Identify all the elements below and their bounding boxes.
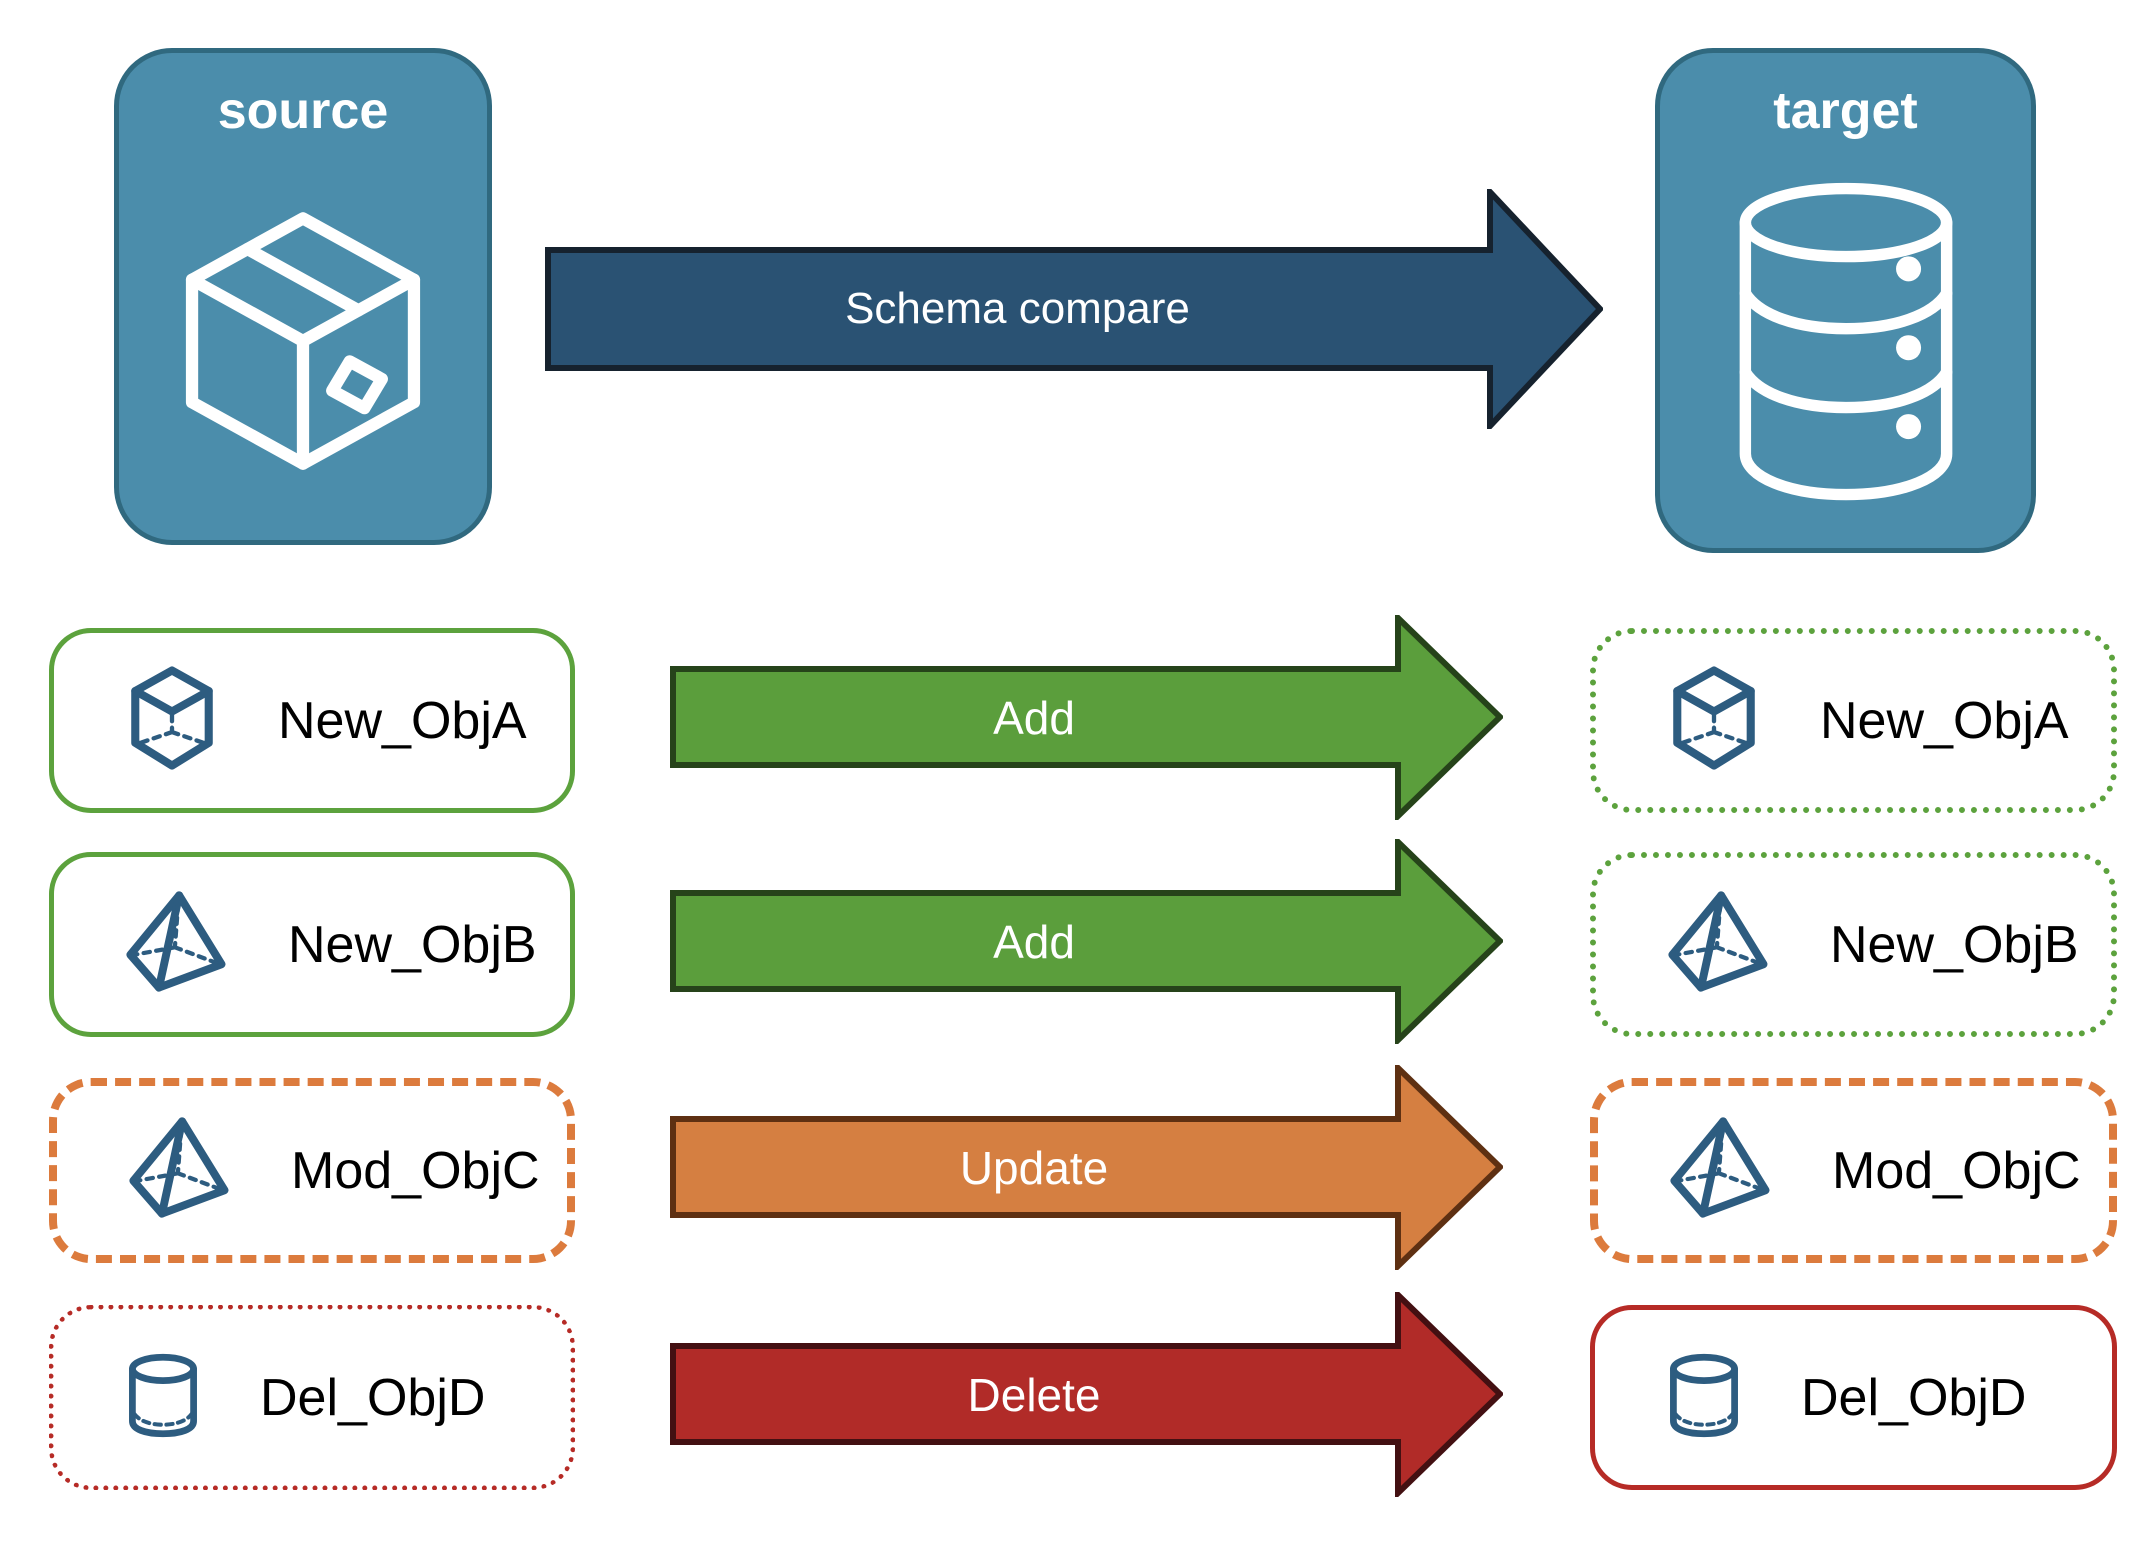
- pyramid-icon: [1660, 889, 1778, 1000]
- action-label: Add: [993, 915, 1075, 968]
- target-object-del-objd: Del_ObjD: [1590, 1305, 2117, 1490]
- target-object-mod-objc: Mod_ObjC: [1590, 1078, 2117, 1263]
- source-node: source: [114, 48, 492, 545]
- add-arrow-row-2: Add: [670, 839, 1503, 1044]
- target-node: target: [1655, 48, 2036, 553]
- update-arrow-row-3: Update: [670, 1065, 1503, 1270]
- source-object-del-objd: Del_ObjD: [49, 1305, 575, 1490]
- object-label: Del_ObjD: [260, 1368, 486, 1427]
- object-label: New_ObjB: [288, 915, 537, 974]
- pyramid-icon: [1662, 1115, 1780, 1226]
- object-label: Mod_ObjC: [291, 1141, 540, 1200]
- target-title: target: [1773, 82, 1918, 140]
- cube-icon: [118, 664, 226, 777]
- object-label: Mod_ObjC: [1832, 1141, 2081, 1200]
- action-label: Delete: [967, 1368, 1101, 1421]
- schema-compare-arrow: Schema compare: [545, 189, 1603, 429]
- pyramid-icon: [118, 889, 236, 1000]
- source-object-new-objb: New_ObjB: [49, 852, 575, 1037]
- database-icon: [1710, 141, 1982, 548]
- source-title: source: [217, 82, 389, 140]
- object-label: New_ObjA: [1820, 691, 2069, 750]
- action-label: Update: [959, 1141, 1109, 1194]
- target-object-new-obja: New_ObjA: [1590, 628, 2117, 813]
- cylinder-icon: [1659, 1342, 1749, 1453]
- target-object-new-objb: New_ObjB: [1590, 852, 2117, 1037]
- add-arrow-row-1: Add: [670, 615, 1503, 820]
- cube-icon: [1660, 664, 1768, 777]
- package-icon: [157, 141, 449, 540]
- object-label: New_ObjB: [1830, 915, 2079, 974]
- schema-compare-label: Schema compare: [845, 284, 1190, 333]
- object-label: New_ObjA: [278, 691, 527, 750]
- pyramid-icon: [121, 1115, 239, 1226]
- action-label: Add: [993, 691, 1075, 744]
- delete-arrow-row-4: Delete: [670, 1292, 1503, 1497]
- object-label: Del_ObjD: [1801, 1368, 2027, 1427]
- source-object-new-obja: New_ObjA: [49, 628, 575, 813]
- cylinder-icon: [118, 1342, 208, 1453]
- source-object-mod-objc: Mod_ObjC: [49, 1078, 575, 1263]
